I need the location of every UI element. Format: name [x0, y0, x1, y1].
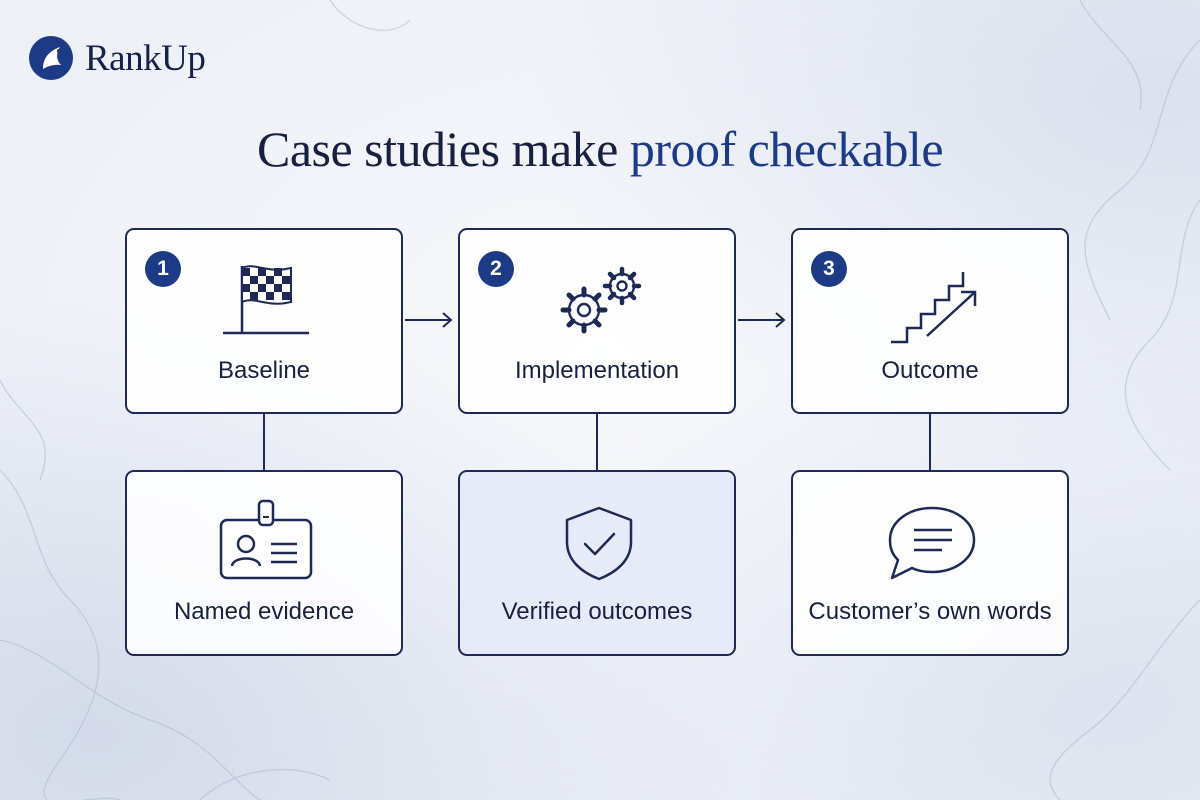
step-card-implementation: 2 Implementation	[458, 228, 736, 414]
step-label: Implementation	[514, 357, 680, 384]
evidence-card-verified: Verified outcomes	[458, 470, 736, 656]
speech-bubble-icon	[888, 506, 976, 580]
rankup-logo-icon	[29, 36, 73, 80]
checkered-flag-icon	[223, 265, 309, 335]
step-card-baseline: 1 Baseline	[125, 228, 403, 414]
arrow-right-icon	[738, 312, 786, 328]
evidence-label: Named evidence	[173, 598, 355, 625]
rising-stairs-icon	[891, 272, 977, 344]
evidence-label: Customer’s own words	[808, 598, 1052, 625]
evidence-card-customer: Customer’s own words	[791, 470, 1069, 656]
evidence-label: Verified outcomes	[501, 598, 693, 625]
headline-text: Case studies make	[256, 121, 630, 177]
brand-name: RankUp	[85, 37, 206, 79]
step-number-badge: 3	[811, 251, 847, 287]
gears-icon	[560, 266, 642, 334]
page-headline: Case studies make proof checkable	[0, 120, 1200, 178]
shield-check-icon	[565, 506, 633, 581]
evidence-card-named: Named evidence	[125, 470, 403, 656]
step-card-outcome: 3 Outcome	[791, 228, 1069, 414]
id-badge-icon	[219, 499, 313, 580]
step-label: Outcome	[881, 357, 979, 384]
connector-line	[263, 414, 265, 470]
arrow-right-icon	[405, 312, 453, 328]
headline-accent: proof checkable	[629, 121, 944, 177]
step-number-badge: 1	[145, 251, 181, 287]
step-label: Baseline	[217, 357, 311, 384]
connector-line	[596, 414, 598, 470]
brand-logo[interactable]: RankUp	[27, 34, 206, 82]
connector-line	[929, 414, 931, 470]
step-number-badge: 2	[478, 251, 514, 287]
